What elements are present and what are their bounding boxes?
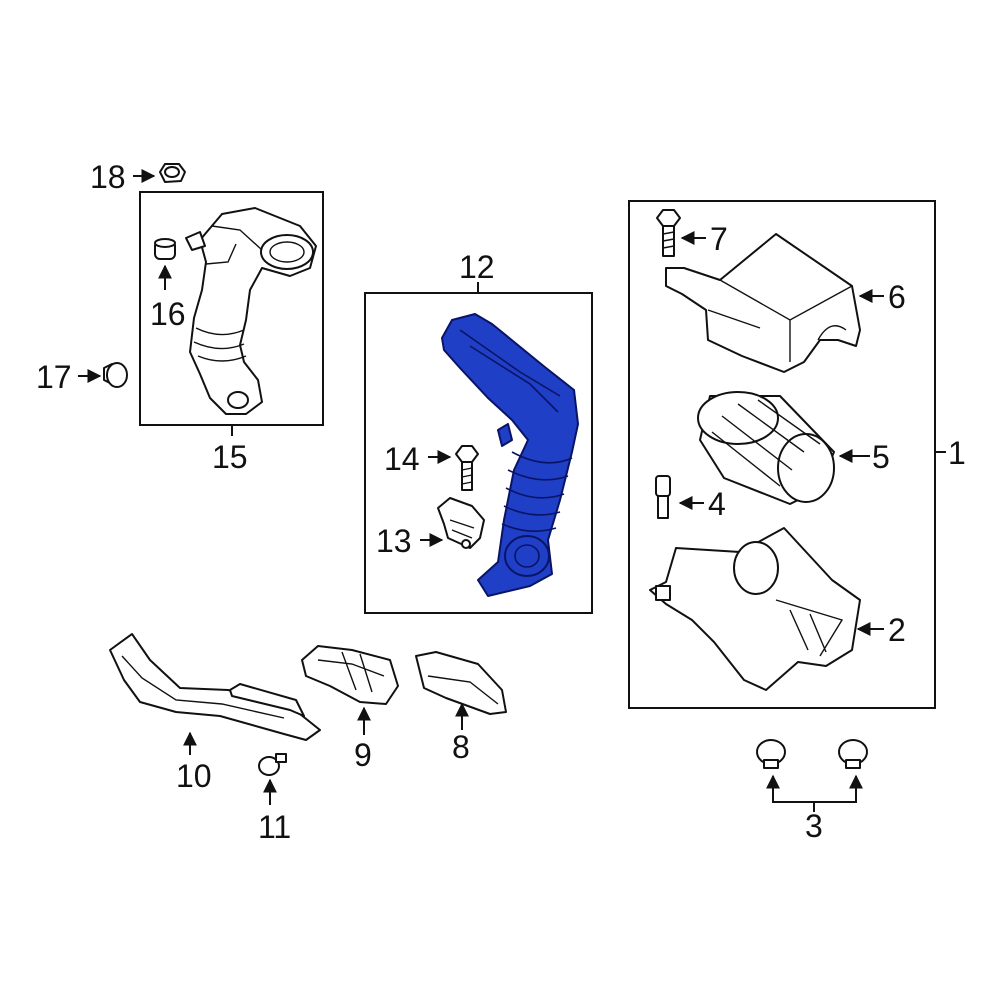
filter-element-part-5 (697, 391, 835, 505)
callout-16: 16 (150, 296, 186, 332)
nut-part-18 (159, 163, 186, 183)
push-pin-part-17 (103, 362, 128, 388)
callout-7: 7 (710, 221, 728, 257)
callout-14: 14 (384, 441, 420, 477)
callout-13: 13 (376, 523, 412, 559)
shield-part-8 (415, 651, 507, 715)
leader-3b (814, 774, 863, 803)
callout-8: 8 (452, 729, 470, 765)
air-cleaner-housing-part-2 (649, 527, 861, 691)
duct-section-part-9 (301, 645, 399, 705)
callout-11: 11 (258, 809, 291, 845)
callout-18: 18 (90, 159, 126, 195)
callout-4: 4 (708, 486, 726, 522)
bolt-part-14 (455, 445, 479, 491)
callout-5: 5 (872, 439, 890, 475)
mount-part-3-right (838, 739, 868, 769)
mount-part-3-left (756, 739, 786, 769)
leader-3 (766, 774, 815, 812)
callout-2: 2 (888, 612, 906, 648)
bracket-part-13 (437, 497, 485, 549)
inlet-duct-part-10 (109, 633, 321, 741)
sensor-part-4 (655, 475, 671, 519)
callout-3: 3 (805, 808, 823, 844)
callout-15: 15 (212, 439, 248, 475)
grommet-part-16 (154, 238, 176, 260)
intake-hose-part-12 (441, 313, 579, 597)
callout-9: 9 (354, 737, 372, 773)
callout-6: 6 (888, 279, 906, 315)
callout-1: 1 (948, 435, 966, 471)
air-duct-part-15 (185, 207, 317, 415)
callout-10: 10 (176, 758, 212, 794)
callout-12: 12 (459, 249, 495, 285)
bolt-part-7 (656, 209, 681, 257)
group-frame-1 (628, 200, 936, 709)
callout-17: 17 (36, 359, 72, 395)
air-cleaner-cover-part-6 (665, 233, 861, 373)
bolt-part-11 (258, 753, 287, 776)
